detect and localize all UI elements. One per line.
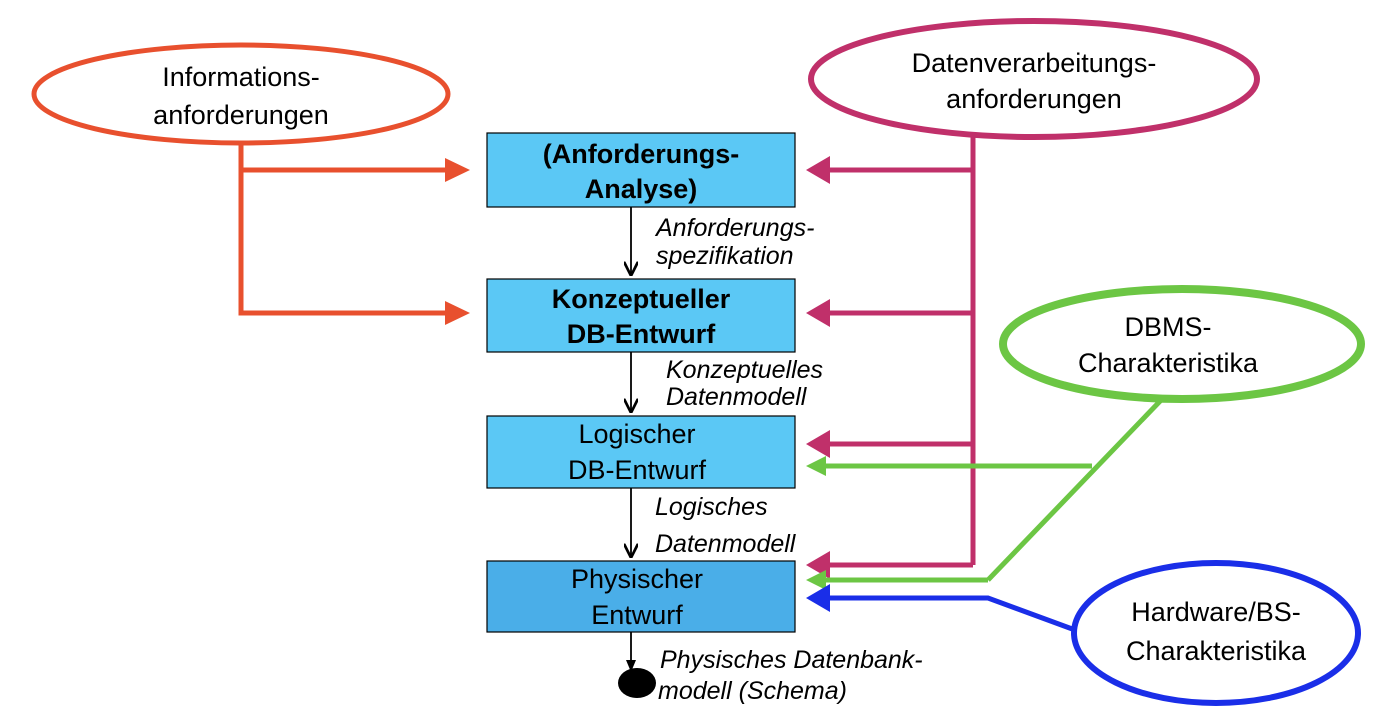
label-physical-model-line2: modell (Schema): [658, 677, 847, 705]
label-requirements-spec-line1: Anforderungs-: [654, 214, 814, 242]
box-logical-design-line1: Logischer: [578, 419, 695, 449]
arrowhead-orange-conceptual: [445, 301, 470, 325]
dbms-characteristics-line1: DBMS-: [1125, 312, 1212, 342]
arrowhead-green-logical: [806, 456, 826, 476]
information-requirements-connector: [238, 143, 470, 325]
arrowhead-blue-physical: [806, 584, 830, 612]
box-logical-design: Logischer DB-Entwurf: [486, 415, 796, 489]
label-logical-model-line1: Logisches: [655, 493, 768, 521]
box-conceptual-design-line2: DB-Entwurf: [567, 319, 716, 349]
arrowhead-orange-analysis: [445, 158, 470, 182]
schema-result-node: [618, 668, 656, 698]
label-logical-model-line2: Datenmodell: [655, 530, 797, 558]
information-requirements-line2: anforderungen: [153, 100, 329, 130]
arrowhead-magenta-analysis: [806, 156, 830, 184]
label-requirements-spec-line2: spezifikation: [656, 242, 794, 270]
information-requirements-line1: Informations-: [162, 62, 320, 92]
box-physical-design: Physischer Entwurf: [486, 560, 796, 633]
box-requirements-analysis-line2: Analyse): [585, 174, 698, 204]
hardware-characteristics-connector: [806, 584, 1076, 633]
box-logical-design-line2: DB-Entwurf: [568, 455, 707, 485]
arrowhead-green-physical: [806, 570, 826, 590]
processing-requirements-connector: [806, 130, 976, 579]
dbms-characteristics-oval: [999, 285, 1365, 403]
information-requirements-oval: [31, 42, 451, 146]
box-conceptual-design: Konzeptueller DB-Entwurf: [486, 278, 796, 353]
hardware-characteristics-line1: Hardware/BS-: [1131, 597, 1301, 627]
arrowhead-magenta-logical: [806, 430, 830, 458]
processing-requirements-line2: anforderungen: [946, 84, 1122, 114]
box-physical-design-line2: Entwurf: [591, 600, 683, 630]
label-conceptual-model-line1: Konzeptuelles: [666, 356, 823, 384]
label-conceptual-model-line2: Datenmodell: [666, 383, 808, 411]
box-physical-design-line1: Physischer: [571, 564, 703, 594]
processing-requirements-oval: [808, 18, 1260, 140]
label-physical-model-line1: Physisches Datenbank-: [660, 646, 923, 674]
box-conceptual-design-line1: Konzeptueller: [552, 284, 731, 314]
hardware-characteristics-line2: Charakteristika: [1126, 636, 1307, 666]
box-requirements-analysis-line1: (Anforderungs-: [543, 139, 739, 169]
dbms-characteristics-connector: [806, 394, 1167, 590]
processing-requirements-line1: Datenverarbeitungs-: [912, 48, 1157, 78]
hardware-characteristics-oval: [1071, 560, 1361, 706]
dbms-characteristics-line2: Charakteristika: [1078, 348, 1259, 378]
process-flow-arrows: [626, 207, 636, 672]
box-requirements-analysis: (Anforderungs- Analyse): [486, 132, 796, 208]
arrowhead-magenta-conceptual: [806, 299, 830, 327]
arrowhead-black-schema: [626, 660, 636, 672]
